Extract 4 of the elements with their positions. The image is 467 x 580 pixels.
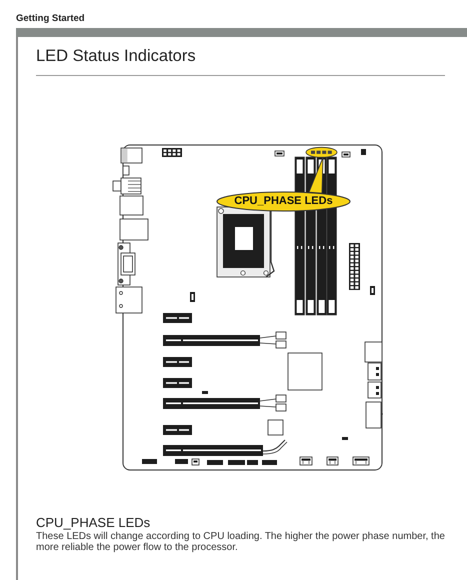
page-title: LED Status Indicators [36,47,196,66]
section-heading: CPU_PHASE LEDs [36,515,150,530]
running-header: Getting Started [16,13,85,24]
body-text: These LEDs will change according to CPU loading. The higher the power phase number, the more reliable the power flow to the processor. [36,531,446,553]
